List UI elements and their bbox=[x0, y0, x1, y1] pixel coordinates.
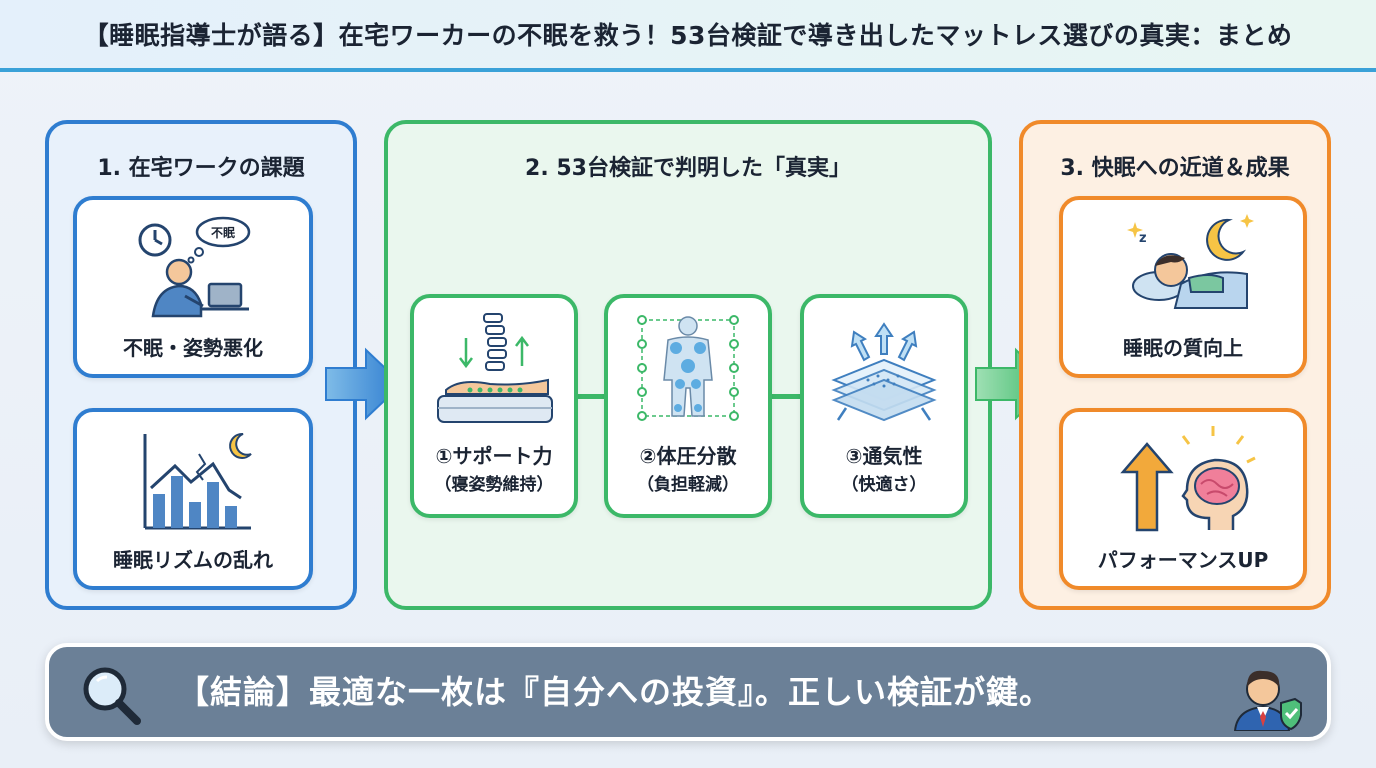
connector-line bbox=[768, 394, 804, 399]
conclusion-banner: 【結論】最適な一枚は『自分への投資』。正しい検証が鍵。 bbox=[45, 643, 1331, 741]
title-bar: 【睡眠指導士が語る】在宅ワーカーの不眠を救う！53台検証で導き出したマットレス選… bbox=[0, 0, 1376, 72]
card-sleep-quality: z 睡眠の質向上 bbox=[1059, 196, 1307, 378]
panel-title-issues: 1. 在宅ワークの課題 bbox=[97, 156, 305, 181]
page-title: 【睡眠指導士が語る】在宅ワーカーの不眠を救う！53台検証で導き出したマットレス選… bbox=[83, 21, 1293, 50]
card-insomnia-posture: 不眠 不眠・姿勢悪化 bbox=[73, 196, 313, 378]
card-label: ①サポート力 bbox=[435, 444, 553, 468]
sleeping-person-icon: z bbox=[1127, 214, 1254, 309]
card-support: ①サポート力 （寝姿勢維持） bbox=[410, 294, 578, 518]
conclusion-text: 【結論】最適な一枚は『自分への投資』。正しい検証が鍵。 bbox=[177, 673, 1053, 711]
card-label: パフォーマンスUP bbox=[1097, 548, 1269, 572]
card-label: ③通気性 bbox=[845, 444, 923, 468]
card-label: 不眠・姿勢悪化 bbox=[123, 336, 263, 360]
card-performance: パフォーマンスUP bbox=[1059, 408, 1307, 590]
magnifier-icon bbox=[83, 667, 141, 725]
disrupted-rhythm-chart-icon bbox=[143, 432, 252, 530]
card-sub: （快適さ） bbox=[841, 475, 927, 495]
panel-title-truth: 2. 53台検証で判明した「真実」 bbox=[525, 156, 851, 181]
brain-performance-icon bbox=[1120, 426, 1256, 532]
panel-verification-truth: 2. 53台検証で判明した「真実」 ①サポート力 （寝姿勢維持） bbox=[384, 120, 992, 610]
insomnia-worker-icon: 不眠 bbox=[138, 216, 251, 318]
spine-support-icon bbox=[437, 313, 553, 423]
connector-line bbox=[574, 394, 610, 399]
card-sub: （負担軽減） bbox=[637, 475, 739, 495]
card-sub: （寝姿勢維持） bbox=[434, 475, 554, 495]
card-sleep-rhythm: 睡眠リズムの乱れ bbox=[73, 408, 313, 590]
card-label: 睡眠リズムの乱れ bbox=[113, 548, 273, 572]
panel-results: 3. 快眠への近道＆成果 z 睡眠の質向上 パフォーマンスUP bbox=[1019, 120, 1331, 610]
card-label: 睡眠の質向上 bbox=[1123, 336, 1243, 360]
breathability-icon bbox=[831, 322, 937, 422]
panel-title-results: 3. 快眠への近道＆成果 bbox=[1060, 156, 1290, 181]
pressure-distribution-icon bbox=[637, 315, 739, 421]
panel-remote-work-issues: 1. 在宅ワークの課題 不眠 不眠・姿勢悪化 bbox=[45, 120, 357, 610]
bubble-text: 不眠 bbox=[211, 226, 235, 240]
card-label: ②体圧分散 bbox=[639, 444, 737, 468]
svg-text:z: z bbox=[1139, 231, 1147, 246]
card-pressure: ②体圧分散 （負担軽減） bbox=[604, 294, 772, 518]
expert-shield-icon bbox=[1233, 670, 1302, 731]
card-breathability: ③通気性 （快適さ） bbox=[800, 294, 968, 518]
